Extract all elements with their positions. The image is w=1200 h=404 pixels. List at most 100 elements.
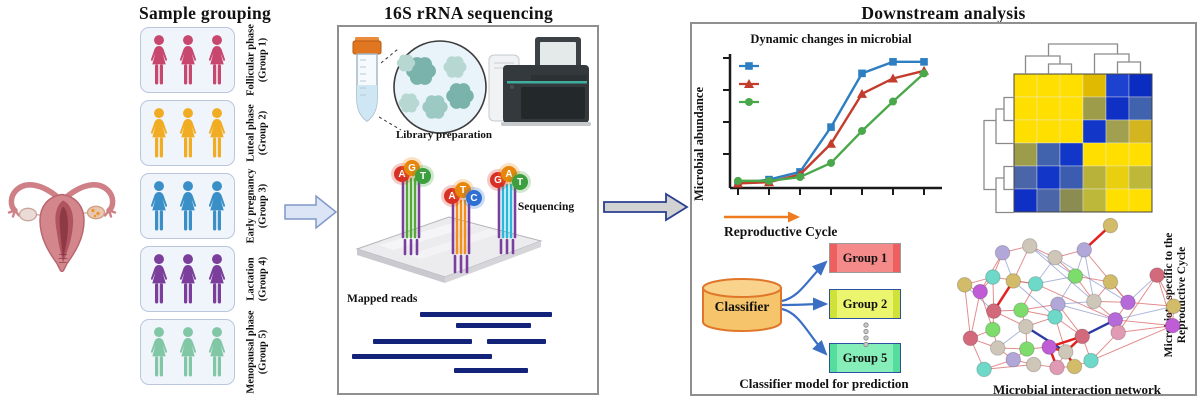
library-preparation-illustration: [352, 37, 487, 134]
female-icon: [179, 253, 196, 303]
classifier-label: Classifier: [714, 299, 770, 314]
svg-text:A: A: [505, 169, 512, 180]
mapped-reads-label: Mapped reads: [347, 293, 418, 305]
svg-text:G: G: [408, 163, 416, 174]
svg-text:T: T: [460, 185, 466, 196]
female-icon: [179, 326, 196, 376]
group-label: Early pregnancy(Group 3): [245, 168, 268, 244]
series-green-circle: [734, 69, 928, 185]
ellipsis-dots: [863, 322, 869, 348]
network-node: [1102, 217, 1119, 234]
network-node: [1067, 268, 1084, 284]
section-title-downstream: Downstream analysis: [861, 3, 1026, 23]
x-axis-label: Reproductive Cycle: [724, 224, 838, 239]
group-label: Menopausal phase(Group 5): [245, 310, 268, 394]
read-bar: [352, 354, 492, 359]
female-icon: [179, 107, 196, 157]
group-box: [140, 246, 235, 312]
network-node: [1083, 352, 1099, 369]
sample-group-4: Lactation(Group 4): [140, 246, 279, 312]
sample-group-1: Follicular phase(Group 1): [140, 24, 279, 96]
network-node: [1013, 302, 1029, 318]
female-icon: [150, 253, 167, 303]
female-icon: [208, 180, 225, 230]
group-box: [140, 173, 235, 239]
svg-text:G: G: [494, 175, 502, 186]
network-node: [989, 340, 1006, 356]
library-preparation-label: Library preparation: [395, 129, 493, 141]
network-node: [1047, 309, 1063, 325]
network-node: [1041, 339, 1057, 355]
female-icon: [208, 253, 225, 303]
classifier-group-2: Group 2: [829, 289, 901, 319]
classifier-group-label: Group 5: [837, 344, 893, 372]
svg-text:A: A: [398, 169, 405, 180]
group-label: Luteal phase(Group 2): [245, 104, 268, 162]
base-cluster-2: ATC: [441, 179, 485, 274]
female-icon: [208, 326, 225, 376]
svg-text:T: T: [420, 171, 426, 182]
classifier-cylinder: [702, 278, 782, 332]
sequencer-machine-icon: [488, 37, 591, 126]
legend-entry-2: [739, 98, 759, 106]
network-node: [1021, 238, 1038, 254]
network-node: [1164, 317, 1181, 334]
network-node: [1050, 296, 1066, 313]
female-icon: [150, 34, 167, 84]
female-icon: [208, 34, 225, 84]
network-node: [1076, 242, 1092, 258]
network-node: [1027, 276, 1044, 292]
network-node: [1165, 298, 1182, 314]
clustered-heatmap: [983, 43, 1153, 214]
network-node: [1057, 344, 1074, 360]
y-axis-label-wrap: Microbial abundance: [690, 69, 708, 219]
read-bar: [454, 368, 528, 373]
svg-text:C: C: [470, 193, 477, 204]
y-axis-label: Microbial abundance: [692, 86, 706, 202]
network-node: [1019, 341, 1035, 357]
read-bar: [456, 323, 531, 328]
network-node: [962, 330, 979, 347]
mapped-reads-tracks: [352, 312, 552, 373]
base-cluster-3: GAT: [487, 163, 531, 255]
read-bar: [420, 312, 552, 317]
group-box: [140, 319, 235, 385]
network-node: [1110, 324, 1126, 341]
section-title-sample-grouping: Sample grouping: [138, 3, 272, 23]
network-node: [976, 361, 992, 378]
network-node: [985, 321, 1001, 338]
uterus-illustration: [7, 182, 117, 273]
network-node: [956, 277, 973, 293]
group-label: Follicular phase(Group 1): [245, 24, 268, 96]
network-node: [1102, 274, 1119, 290]
interaction-network: [956, 217, 1182, 378]
network-node: [1049, 359, 1065, 376]
base-cluster-1: AGT: [391, 157, 434, 256]
network-node: [1107, 312, 1124, 328]
sample-group-2: Luteal phase(Group 2): [140, 100, 279, 166]
female-icon: [150, 107, 167, 157]
network-node: [1047, 249, 1063, 266]
female-icon: [208, 107, 225, 157]
line-chart: [723, 54, 942, 195]
female-icon: [150, 326, 167, 376]
svg-text:A: A: [448, 191, 455, 202]
workflow-arrow-2: [603, 192, 689, 222]
legend-entry-0: [739, 62, 759, 70]
downstream-panel: Dynamic changes in microbial Microbial a…: [690, 22, 1197, 397]
network-node: [1005, 351, 1022, 368]
sample-groups: Follicular phase(Group 1) Luteal phase(Gr…: [140, 24, 279, 394]
network-caption: Microbial interaction network: [992, 382, 1161, 397]
network-node: [985, 269, 1001, 285]
read-bar: [487, 339, 546, 344]
network-node: [1066, 358, 1083, 375]
classifier-group-label: Group 2: [837, 290, 893, 318]
classifier-group-1: Group 1: [829, 243, 901, 273]
group-box: [140, 27, 235, 93]
female-icon: [179, 180, 196, 230]
network-node: [994, 244, 1011, 261]
classifier-caption: Classifier model for prediction: [739, 376, 909, 391]
